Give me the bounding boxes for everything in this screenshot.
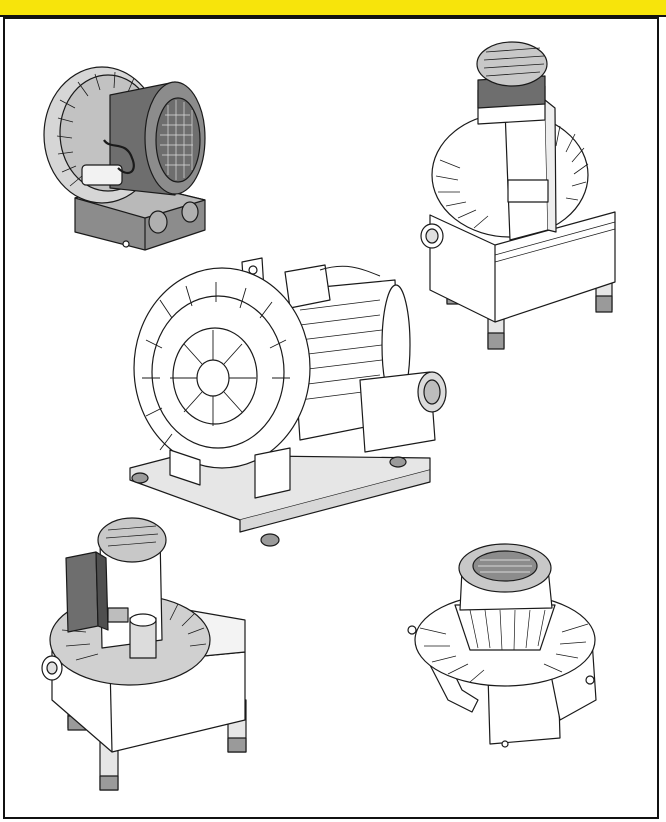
vacuum-pump-motor-box-icon	[41, 517, 247, 791]
vacuum-pump-finned-round-icon	[407, 543, 597, 748]
vacuum-pump-finned-box-icon	[420, 41, 616, 350]
header-band	[0, 0, 666, 17]
vacuum-pump-motor-icon	[43, 66, 206, 251]
side-channel-blower-icon	[129, 257, 447, 547]
